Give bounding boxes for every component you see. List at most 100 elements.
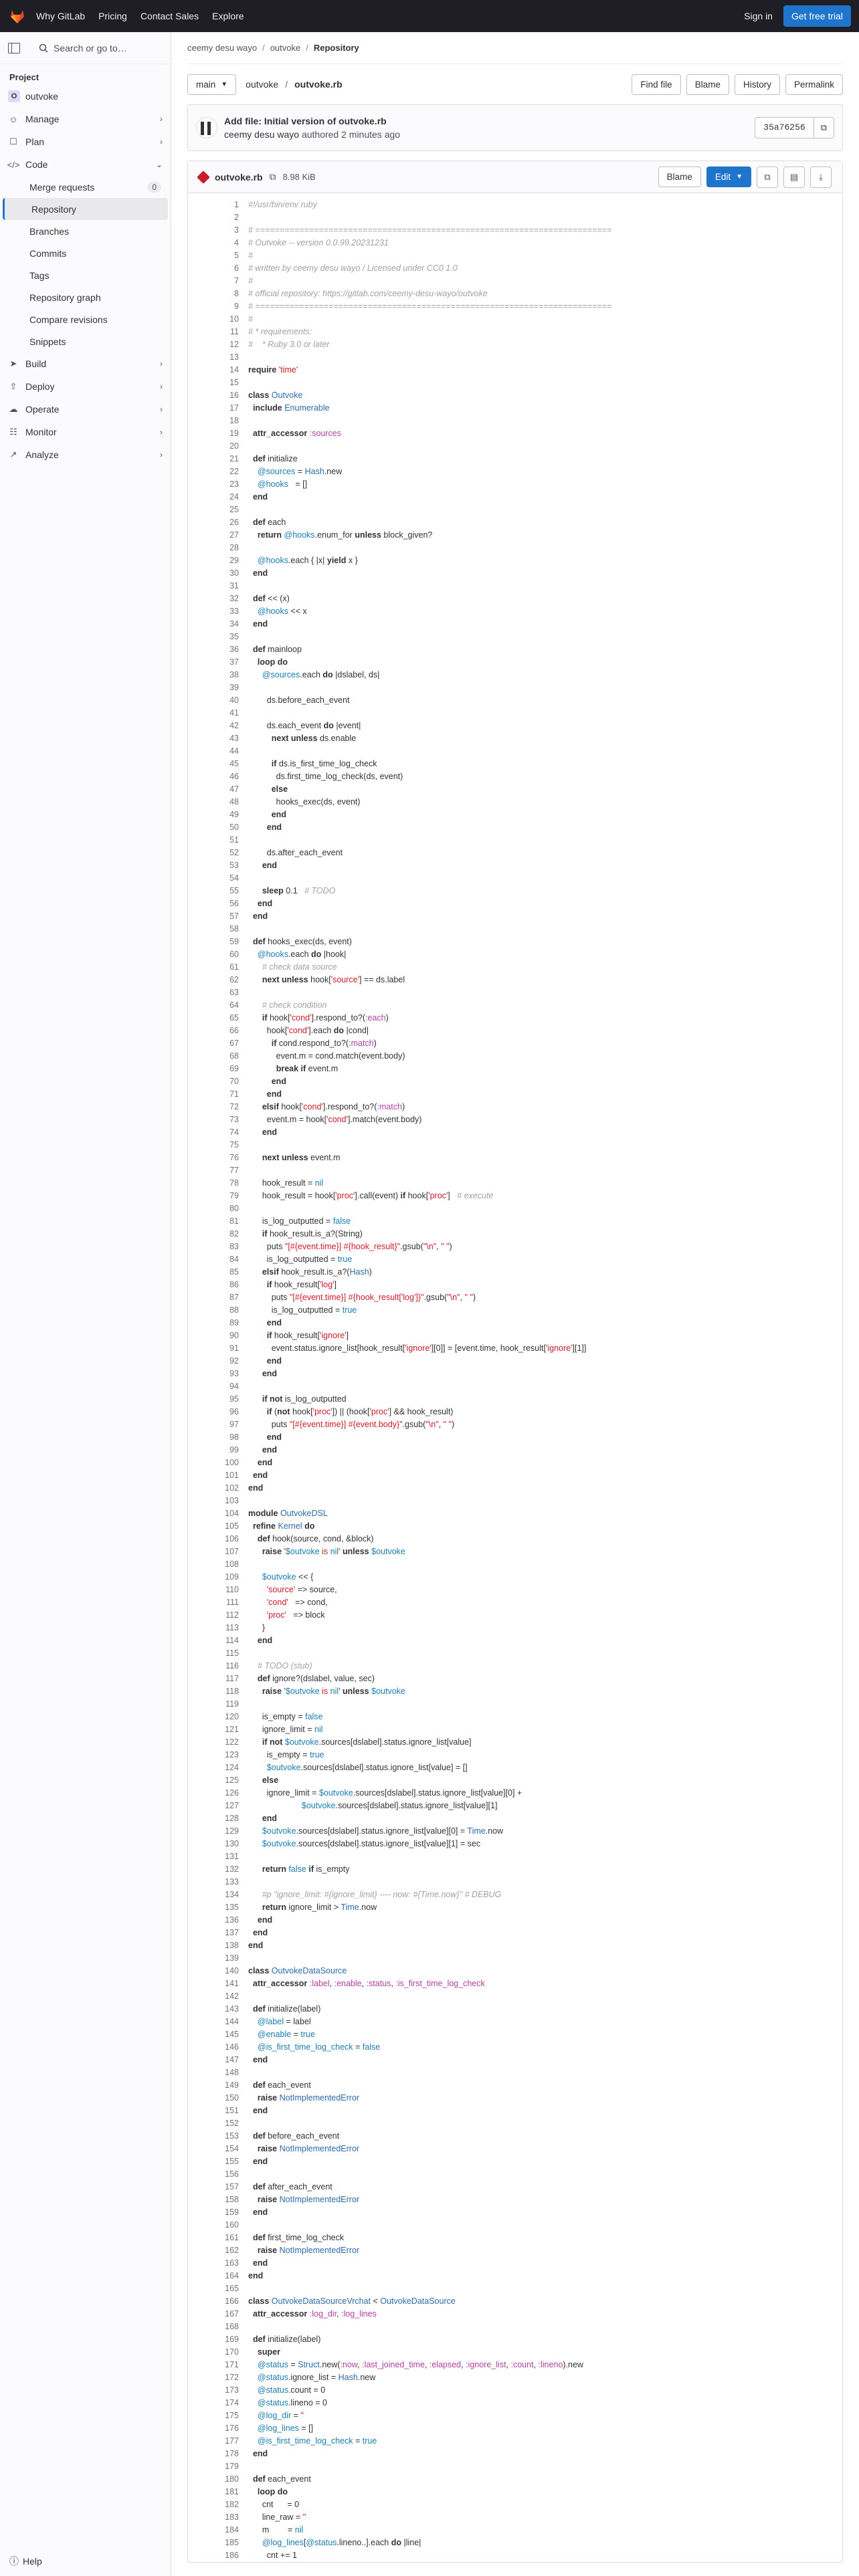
search-button[interactable]: Search or go to… — [39, 43, 127, 53]
line-number[interactable]: 129 — [225, 1826, 239, 1836]
line-number[interactable]: 135 — [225, 1903, 239, 1912]
line-number[interactable]: 5 — [234, 251, 239, 260]
line-number[interactable]: 24 — [229, 492, 239, 502]
line-number[interactable]: 36 — [229, 645, 239, 654]
line-number[interactable]: 174 — [225, 2398, 239, 2407]
line-number[interactable]: 121 — [225, 1725, 239, 1734]
line-number[interactable]: 153 — [225, 2131, 239, 2141]
line-number[interactable]: 177 — [225, 2436, 239, 2446]
line-number[interactable]: 81 — [229, 1216, 239, 1226]
breadcrumb-current[interactable]: Repository — [313, 43, 359, 53]
line-number[interactable]: 39 — [229, 683, 239, 692]
line-number[interactable]: 10 — [229, 314, 239, 324]
help-button[interactable]: ⓘ Help — [9, 2555, 42, 2568]
line-number[interactable]: 15 — [229, 378, 239, 387]
line-number[interactable]: 170 — [225, 2347, 239, 2357]
line-number[interactable]: 100 — [225, 1458, 239, 1467]
line-number[interactable]: 66 — [229, 1026, 239, 1035]
line-number[interactable]: 144 — [225, 2017, 239, 2026]
line-number[interactable]: 40 — [229, 695, 239, 705]
line-number[interactable]: 107 — [225, 1547, 239, 1556]
line-number[interactable]: 91 — [229, 1344, 239, 1353]
line-number[interactable]: 2 — [234, 213, 239, 222]
line-number[interactable]: 159 — [225, 2208, 239, 2217]
line-number[interactable]: 58 — [229, 924, 239, 934]
line-number[interactable]: 139 — [225, 1953, 239, 1963]
line-number[interactable]: 27 — [229, 530, 239, 540]
line-number[interactable]: 184 — [225, 2525, 239, 2535]
line-number[interactable]: 14 — [229, 365, 239, 374]
line-number[interactable]: 154 — [225, 2144, 239, 2153]
line-number[interactable]: 119 — [225, 1699, 239, 1709]
breadcrumb-project[interactable]: outvoke — [270, 43, 301, 53]
line-number[interactable]: 99 — [229, 1445, 239, 1455]
line-number[interactable]: 69 — [229, 1064, 239, 1073]
line-number[interactable]: 70 — [229, 1077, 239, 1086]
sidebar-project[interactable]: O outvoke — [0, 85, 171, 108]
line-number[interactable]: 62 — [229, 975, 239, 984]
line-number[interactable]: 156 — [225, 2169, 239, 2179]
sidebar-subitem-compare-revisions[interactable]: Compare revisions — [0, 308, 171, 330]
sidebar-subitem-repository[interactable]: Repository — [3, 198, 168, 220]
line-number[interactable]: 55 — [229, 886, 239, 895]
line-number[interactable]: 185 — [225, 2538, 239, 2547]
line-number[interactable]: 125 — [225, 1776, 239, 1785]
line-number[interactable]: 178 — [225, 2449, 239, 2458]
line-number[interactable]: 18 — [229, 416, 239, 425]
line-number[interactable]: 37 — [229, 657, 239, 667]
line-number[interactable]: 88 — [229, 1305, 239, 1315]
line-number[interactable]: 105 — [225, 1521, 239, 1531]
line-number[interactable]: 83 — [229, 1242, 239, 1251]
line-number[interactable]: 79 — [229, 1191, 239, 1200]
line-number[interactable]: 134 — [225, 1890, 239, 1899]
line-number[interactable]: 90 — [229, 1331, 239, 1340]
line-number[interactable]: 117 — [225, 1674, 239, 1683]
line-number[interactable]: 175 — [225, 2411, 239, 2420]
line-number[interactable]: 118 — [225, 1687, 239, 1696]
line-number[interactable]: 113 — [225, 1623, 239, 1632]
line-number[interactable]: 110 — [225, 1585, 239, 1594]
line-number[interactable]: 87 — [229, 1293, 239, 1302]
line-number[interactable]: 145 — [225, 2030, 239, 2039]
line-number[interactable]: 77 — [229, 1166, 239, 1175]
sidebar-item-operate[interactable]: ☁ Operate › — [0, 398, 171, 421]
line-number[interactable]: 116 — [225, 1661, 239, 1671]
line-number[interactable]: 111 — [225, 1598, 239, 1607]
line-number[interactable]: 130 — [225, 1839, 239, 1848]
find-file-button[interactable]: Find file — [632, 74, 681, 95]
line-number[interactable]: 35 — [229, 632, 239, 641]
download-icon[interactable]: ⤓ — [810, 166, 832, 188]
line-number[interactable]: 173 — [225, 2385, 239, 2395]
gitlab-logo-icon[interactable] — [8, 7, 27, 25]
line-number[interactable]: 82 — [229, 1229, 239, 1239]
line-number[interactable]: 150 — [225, 2093, 239, 2103]
nav-explore[interactable]: Explore — [212, 11, 244, 21]
line-number[interactable]: 25 — [229, 505, 239, 514]
line-number[interactable]: 137 — [225, 1928, 239, 1937]
nav-pricing[interactable]: Pricing — [98, 11, 127, 21]
sidebar-item-monitor[interactable]: ☷ Monitor › — [0, 421, 171, 443]
line-number[interactable]: 43 — [229, 734, 239, 743]
line-number[interactable]: 157 — [225, 2182, 239, 2191]
line-number[interactable]: 181 — [225, 2487, 239, 2496]
line-number[interactable]: 56 — [229, 899, 239, 908]
line-number[interactable]: 20 — [229, 441, 239, 451]
line-number[interactable]: 101 — [225, 1471, 239, 1480]
line-number[interactable]: 108 — [225, 1560, 239, 1569]
line-number[interactable]: 1 — [234, 200, 239, 209]
line-number[interactable]: 86 — [229, 1280, 239, 1289]
line-number[interactable]: 97 — [229, 1420, 239, 1429]
line-number[interactable]: 151 — [225, 2106, 239, 2115]
blame-button[interactable]: Blame — [658, 167, 701, 187]
sidebar-toggle-icon[interactable] — [8, 42, 20, 53]
line-number[interactable]: 179 — [225, 2462, 239, 2471]
line-number[interactable]: 92 — [229, 1356, 239, 1366]
permalink-button[interactable]: Permalink — [785, 74, 843, 95]
line-number[interactable]: 93 — [229, 1369, 239, 1378]
line-number[interactable]: 17 — [229, 403, 239, 413]
line-number[interactable]: 183 — [225, 2512, 239, 2522]
sign-in-link[interactable]: Sign in — [744, 11, 773, 21]
sidebar-item-build[interactable]: ➤ Build › — [0, 352, 171, 375]
line-number[interactable]: 128 — [225, 1814, 239, 1823]
line-number[interactable]: 13 — [229, 352, 239, 362]
